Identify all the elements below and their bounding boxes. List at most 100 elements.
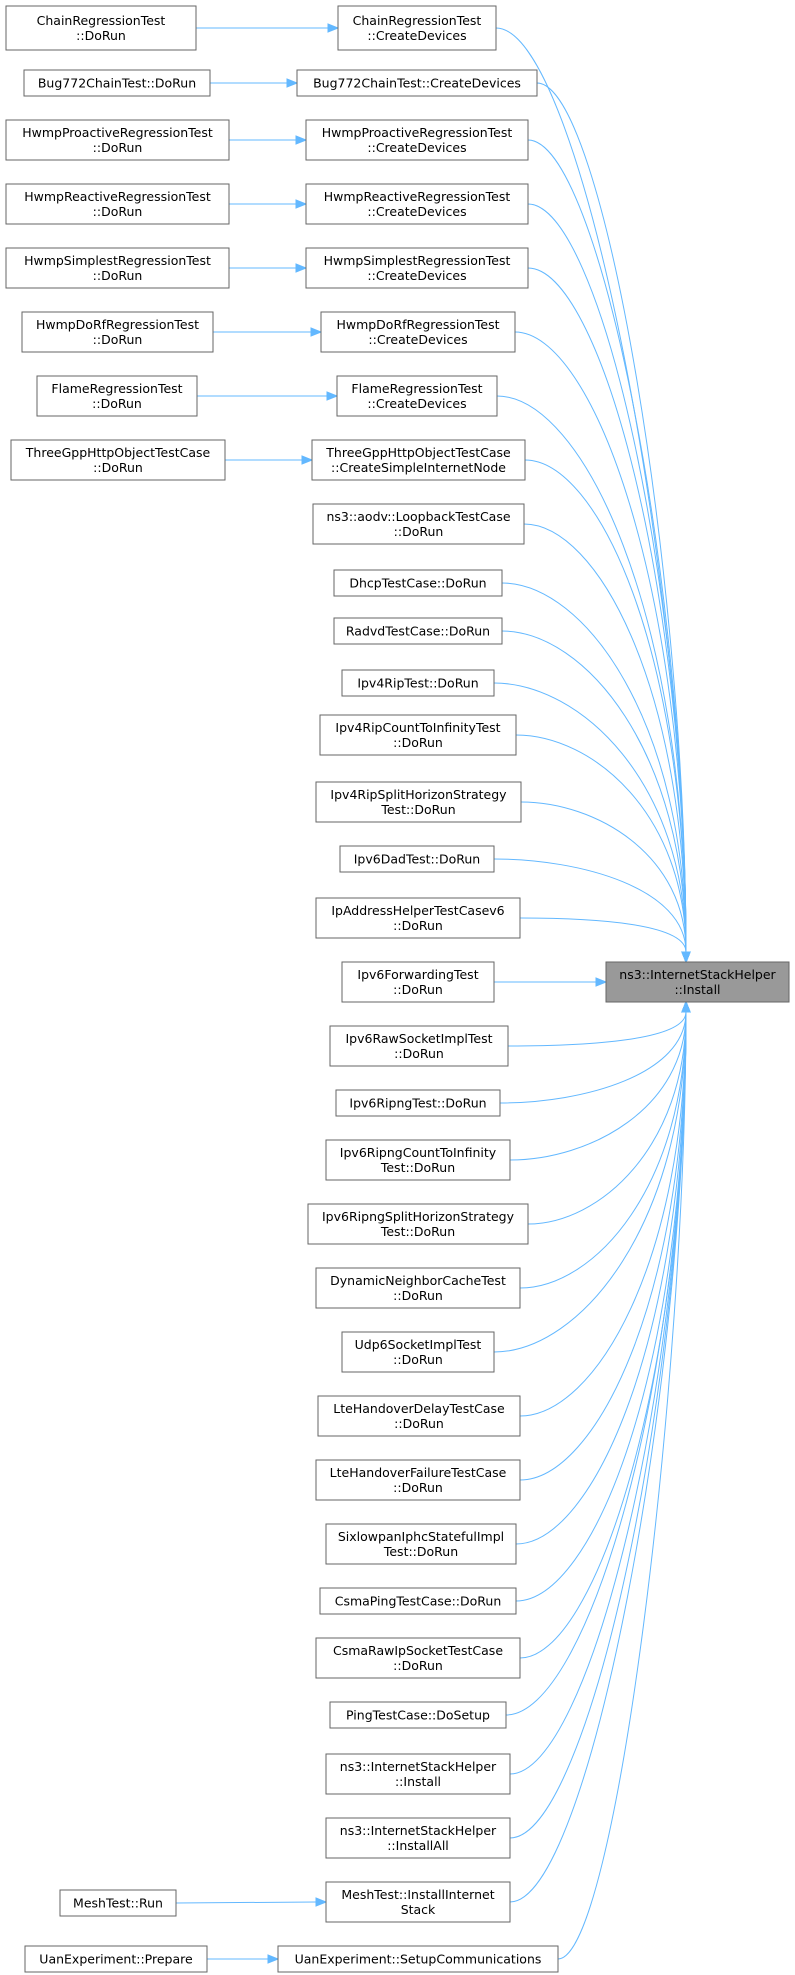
node-http-run[interactable]: ThreeGppHttpObjectTestCase::DoRun bbox=[10, 439, 226, 481]
node-hrf-cd[interactable]: HwmpDoRfRegressionTest::CreateDevices bbox=[320, 311, 516, 353]
node-ish-install[interactable]: ns3::InternetStackHelper::Install bbox=[325, 1753, 511, 1795]
node-flame-cd[interactable]: FlameRegressionTest::CreateDevices bbox=[336, 375, 498, 417]
node-ping[interactable]: PingTestCase::DoSetup bbox=[329, 1701, 507, 1729]
node-box bbox=[312, 503, 525, 545]
node-csma-ping[interactable]: CsmaPingTestCase::DoRun bbox=[319, 1587, 517, 1615]
node-hrea-run[interactable]: HwmpReactiveRegressionTest::DoRun bbox=[5, 183, 230, 225]
node-label: PingTestCase::DoSetup bbox=[346, 1708, 490, 1723]
node-label: HwmpProactiveRegressionTest bbox=[322, 125, 513, 140]
node-label: ::DoRun bbox=[93, 204, 143, 219]
node-label: MeshTest::Run bbox=[73, 1896, 163, 1911]
node-label: Bug772ChainTest::CreateDevices bbox=[313, 76, 521, 91]
node-label: HwmpReactiveRegressionTest bbox=[324, 189, 511, 204]
node-hsim-run[interactable]: HwmpSimplestRegressionTest::DoRun bbox=[5, 247, 230, 289]
node-label: ::CreateDevices bbox=[367, 28, 466, 43]
node-label: Ipv4RipCountToInfinityTest bbox=[335, 720, 500, 735]
node-lte-delay[interactable]: LteHandoverDelayTestCase::DoRun bbox=[317, 1395, 521, 1437]
node-bug-run[interactable]: Bug772ChainTest::DoRun bbox=[23, 69, 211, 97]
node-uan-setup[interactable]: UanExperiment::SetupCommunications bbox=[277, 1945, 559, 1973]
node-mesh-run[interactable]: MeshTest::Run bbox=[59, 1889, 177, 1917]
node-label: IpAddressHelperTestCasev6 bbox=[331, 903, 504, 918]
node-ipv4rip[interactable]: Ipv4RipTest::DoRun bbox=[341, 669, 495, 697]
node-flame-run[interactable]: FlameRegressionTest::DoRun bbox=[36, 375, 198, 417]
node-label: ::DoRun bbox=[93, 332, 143, 347]
node-chain-cd[interactable]: ChainRegressionTest::CreateDevices bbox=[337, 5, 497, 51]
arrowhead bbox=[286, 78, 299, 88]
node-http-cd[interactable]: ThreeGppHttpObjectTestCase::CreateSimple… bbox=[311, 439, 526, 481]
node-ipv6ripng[interactable]: Ipv6RipngTest::DoRun bbox=[335, 1089, 501, 1117]
call-edge bbox=[524, 459, 687, 953]
node-dhcp[interactable]: DhcpTestCase::DoRun bbox=[333, 569, 503, 597]
node-box bbox=[315, 1459, 521, 1501]
node-udp6[interactable]: Udp6SocketImplTest::DoRun bbox=[341, 1331, 495, 1373]
node-label: FlameRegressionTest bbox=[51, 381, 182, 396]
node-box bbox=[325, 1523, 517, 1565]
call-edge bbox=[499, 1011, 687, 1104]
node-box bbox=[315, 1267, 521, 1309]
node-box bbox=[337, 5, 497, 51]
arrowhead bbox=[267, 1954, 280, 1964]
node-hsim-cd[interactable]: HwmpSimplestRegressionTest::CreateDevice… bbox=[305, 247, 529, 289]
node-box bbox=[277, 1945, 559, 1973]
node-label: ns3::InternetStackHelper bbox=[340, 1759, 497, 1774]
node-box bbox=[305, 183, 529, 225]
node-ipv4rip-inf[interactable]: Ipv4RipCountToInfinityTest::DoRun bbox=[319, 714, 517, 756]
node-radvd[interactable]: RadvdTestCase::DoRun bbox=[333, 617, 503, 645]
node-box bbox=[325, 1817, 511, 1859]
node-ipv6fwd[interactable]: Ipv6ForwardingTest::DoRun bbox=[341, 961, 495, 1003]
node-label: ::InstallAll bbox=[387, 1838, 449, 1853]
node-label: Ipv4RipTest::DoRun bbox=[357, 676, 478, 691]
node-box bbox=[59, 1889, 177, 1917]
node-label: UanExperiment::SetupCommunications bbox=[295, 1952, 542, 1967]
call-edge bbox=[501, 630, 687, 953]
node-box bbox=[329, 1025, 509, 1067]
call-edges bbox=[175, 23, 691, 1964]
call-edge bbox=[501, 582, 687, 953]
node-hpro-run[interactable]: HwmpProactiveRegressionTest::DoRun bbox=[5, 119, 230, 161]
call-edge bbox=[519, 917, 687, 953]
arrowhead bbox=[295, 263, 308, 273]
node-label: LteHandoverFailureTestCase bbox=[330, 1465, 507, 1480]
node-label: ChainRegressionTest bbox=[37, 13, 166, 28]
node-label: Udp6SocketImplTest bbox=[355, 1337, 482, 1352]
node-box bbox=[315, 897, 521, 939]
node-hpro-cd[interactable]: HwmpProactiveRegressionTest::CreateDevic… bbox=[305, 119, 529, 161]
node-label: CsmaPingTestCase::DoRun bbox=[335, 1594, 502, 1609]
call-edge bbox=[527, 203, 687, 953]
call-edge bbox=[515, 734, 687, 953]
call-edge bbox=[527, 139, 687, 953]
node-label: ns3::aodv::LoopbackTestCase bbox=[326, 509, 510, 524]
node-hrf-run[interactable]: HwmpDoRfRegressionTest::DoRun bbox=[21, 311, 214, 353]
node-label: HwmpDoRfRegressionTest bbox=[36, 317, 199, 332]
node-ipv6dad[interactable]: Ipv6DadTest::DoRun bbox=[339, 845, 495, 873]
node-bug-cd[interactable]: Bug772ChainTest::CreateDevices bbox=[296, 69, 538, 97]
call-edge bbox=[515, 1011, 687, 1545]
arrowhead bbox=[315, 1897, 328, 1907]
node-aodv[interactable]: ns3::aodv::LoopbackTestCase::DoRun bbox=[312, 503, 525, 545]
node-csma-raw[interactable]: CsmaRawIpSocketTestCase::DoRun bbox=[315, 1637, 521, 1679]
node-dyn[interactable]: DynamicNeighborCacheTest::DoRun bbox=[315, 1267, 521, 1309]
node-uan-prep[interactable]: UanExperiment::Prepare bbox=[24, 1945, 208, 1973]
node-chain-run[interactable]: ChainRegressionTest::DoRun bbox=[5, 5, 197, 51]
node-label: ::DoRun bbox=[393, 735, 443, 750]
node-label: Test::DoRun bbox=[380, 802, 455, 817]
node-box bbox=[5, 183, 230, 225]
node-hrea-cd[interactable]: HwmpReactiveRegressionTest::CreateDevice… bbox=[305, 183, 529, 225]
arrowhead bbox=[681, 951, 691, 964]
node-ipv6raw[interactable]: Ipv6RawSocketImplTest::DoRun bbox=[329, 1025, 509, 1067]
node-label: Test::DoRun bbox=[380, 1224, 455, 1239]
node-box bbox=[305, 119, 529, 161]
target-node-internetstackhelper-install[interactable]: ns3::InternetStackHelper::Install bbox=[605, 961, 790, 1003]
call-nodes: ChainRegressionTest::DoRunChainRegressio… bbox=[5, 5, 790, 1973]
node-label: Bug772ChainTest::DoRun bbox=[38, 76, 196, 91]
node-label: ::DoRun bbox=[76, 28, 126, 43]
node-ish-all[interactable]: ns3::InternetStackHelper::InstallAll bbox=[325, 1817, 511, 1859]
node-lte-fail[interactable]: LteHandoverFailureTestCase::DoRun bbox=[315, 1459, 521, 1501]
node-ipaddr[interactable]: IpAddressHelperTestCasev6::DoRun bbox=[315, 897, 521, 939]
node-label: Ipv6RipngSplitHorizonStrategy bbox=[322, 1209, 515, 1224]
